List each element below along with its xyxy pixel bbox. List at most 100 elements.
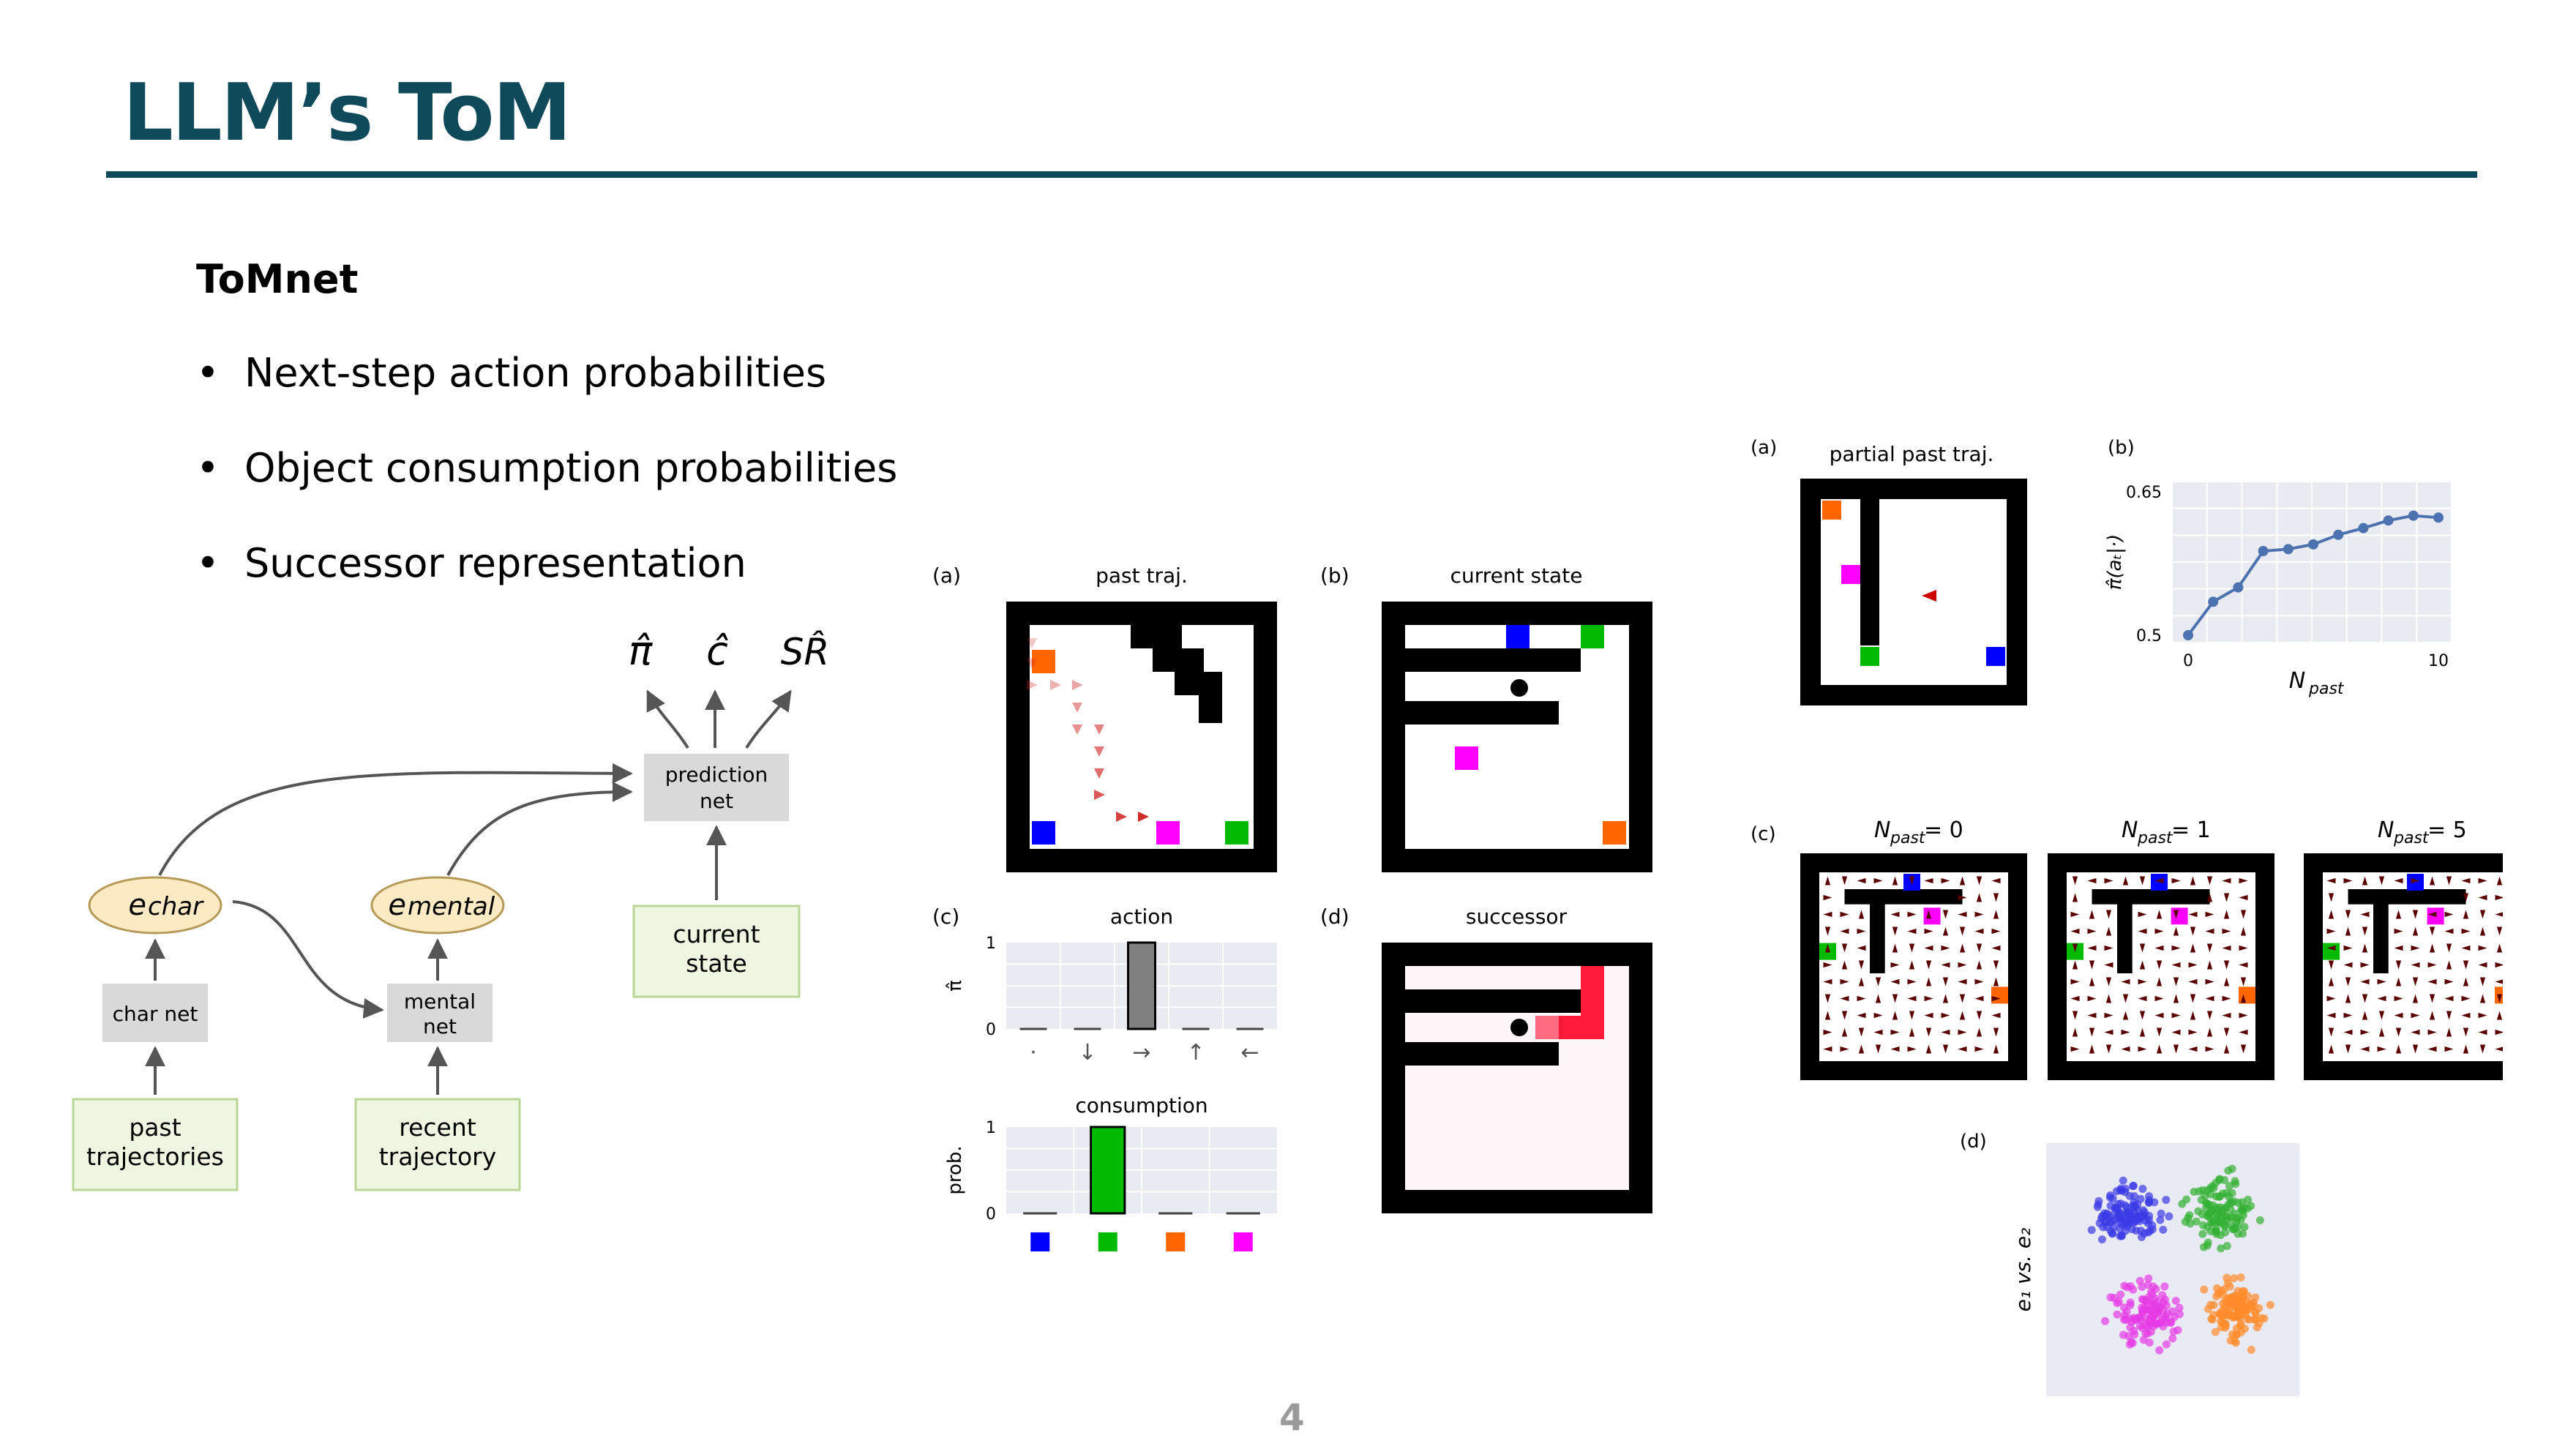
- scatter-point: [2231, 1338, 2240, 1347]
- policy-arrow: [2412, 910, 2419, 919]
- policy-arrow: [2395, 960, 2402, 970]
- policy-arrow: [1909, 1027, 1915, 1037]
- policy-arrow: [2378, 1027, 2385, 1037]
- wall: [1844, 889, 1963, 905]
- wall: [2348, 889, 2466, 905]
- scatter-point: [2106, 1227, 2115, 1235]
- policy-arrow: [2205, 911, 2214, 918]
- policy-arrow: [2394, 1012, 2403, 1019]
- policy-arrow: [2156, 1027, 2163, 1037]
- successor-cell: [1559, 1016, 1604, 1039]
- policy-arrow: [2444, 928, 2454, 935]
- policy-arrow: [2188, 1029, 2198, 1036]
- policy-arrow: [1840, 995, 1849, 1002]
- policy-arrow: [2206, 1027, 2213, 1037]
- scatter-point: [2220, 1303, 2229, 1312]
- slide-title: LLM’s ToM: [123, 67, 572, 159]
- policy-panel-title-sub: past: [2137, 829, 2174, 847]
- policy-arrow: [1841, 1027, 1848, 1037]
- policy-arrow: [2463, 960, 2469, 970]
- arrow-emental-to-prediction: [446, 782, 633, 876]
- policy-arrow: [2326, 928, 2336, 935]
- object-green: [1225, 821, 1248, 845]
- policy-arrow: [2138, 995, 2147, 1002]
- scatter-point: [2149, 1313, 2158, 1322]
- policy-arrow: [2478, 1012, 2487, 1019]
- category-swatch: [1030, 1232, 1050, 1251]
- policy-arrow: [2087, 877, 2097, 884]
- bar: [1127, 941, 1156, 1030]
- policy-arrow: [2239, 945, 2248, 951]
- policy-arrow: [2089, 910, 2095, 919]
- right-panel-c-label: (c): [1751, 823, 1776, 845]
- scatter-point: [2119, 1330, 2127, 1339]
- scatter-point: [2101, 1317, 2110, 1325]
- scatter-point: [2204, 1305, 2212, 1314]
- scatter-point: [2097, 1235, 2106, 1244]
- policy-arrow: [1942, 1044, 1949, 1054]
- y-axis-label: prob.: [944, 1145, 966, 1194]
- trajectory-arrows: [1027, 638, 1149, 822]
- policy-arrow: [1907, 911, 1917, 918]
- policy-arrow: [2223, 960, 2230, 970]
- policy-arrow: [2156, 977, 2163, 986]
- arrow-to-sr: [745, 689, 792, 749]
- policy-arrow: [2412, 1044, 2419, 1054]
- policy-arrow: [2360, 978, 2370, 985]
- policy-arrow: [2360, 962, 2370, 968]
- right-panel-a: (a) partial past traj.: [1751, 437, 2027, 705]
- policy-arrow: [1924, 1012, 1933, 1019]
- policy-arrow: [1958, 911, 1967, 918]
- policy-arrow: [2479, 977, 2486, 986]
- scatter-point: [2162, 1340, 2171, 1349]
- policy-arrow: [2105, 910, 2112, 919]
- wall: [1405, 648, 1581, 672]
- policy-arrow: [2495, 962, 2503, 968]
- x-axis-label-sub: past: [2308, 680, 2345, 698]
- policy-arrow: [1959, 994, 1966, 1003]
- bullet-item: •Object consumption probabilities: [196, 445, 897, 491]
- policy-arrow: [1925, 1044, 1932, 1054]
- policy-arrow: [2446, 876, 2452, 886]
- policy-arrow: [2326, 1012, 2336, 1019]
- policy-arrow: [2411, 945, 2420, 951]
- bullet-item: •Successor representation: [196, 540, 746, 586]
- policy-arrow: [1925, 1027, 1932, 1037]
- panel-d-label: (d): [1320, 905, 1349, 929]
- scatter-point: [2198, 1229, 2207, 1238]
- page-number: 4: [1279, 1396, 1305, 1439]
- panel-b: (b) current state: [1320, 564, 1652, 872]
- scatter-point: [2220, 1203, 2229, 1212]
- policy-arrow: [2395, 1044, 2402, 1054]
- data-point: [2183, 630, 2193, 640]
- scatter-point: [2247, 1202, 2255, 1210]
- action-chart-title: action: [1110, 905, 1173, 929]
- action-chart: ·↓→↑←10π̂: [944, 935, 1277, 1066]
- scatter-point: [2148, 1221, 2157, 1229]
- policy-arrow: [2154, 1012, 2164, 1019]
- policy-arrow: [1907, 995, 1917, 1002]
- e-mental-sub: mental: [408, 892, 495, 921]
- policy-arrow: [2446, 943, 2452, 953]
- policy-arrow: [2479, 1044, 2486, 1054]
- policy-arrow: [1942, 926, 1949, 936]
- panel-b-label: (b): [1320, 564, 1349, 588]
- policy-arrow: [2427, 911, 2437, 918]
- policy-arrow: [2222, 1012, 2231, 1019]
- scatter-point: [2113, 1299, 2122, 1308]
- scatter-point: [2146, 1287, 2155, 1296]
- arrow-echar-to-prediction: [158, 763, 633, 876]
- policy-arrow: [2188, 978, 2198, 985]
- policy-arrow: [1823, 962, 1832, 968]
- scatter-point: [2223, 1188, 2231, 1197]
- y-tick-label: 0.5: [2136, 627, 2162, 645]
- data-point: [2258, 546, 2269, 557]
- policy-arrow: [2138, 1046, 2147, 1052]
- policy-arrow: [2496, 1011, 2503, 1020]
- policy-arrow: [2087, 995, 2097, 1002]
- policy-arrow: [2070, 995, 2080, 1002]
- policy-arrow: [1941, 945, 1950, 951]
- trajectory-arrow: [1027, 638, 1037, 648]
- policy-arrow: [2328, 960, 2334, 970]
